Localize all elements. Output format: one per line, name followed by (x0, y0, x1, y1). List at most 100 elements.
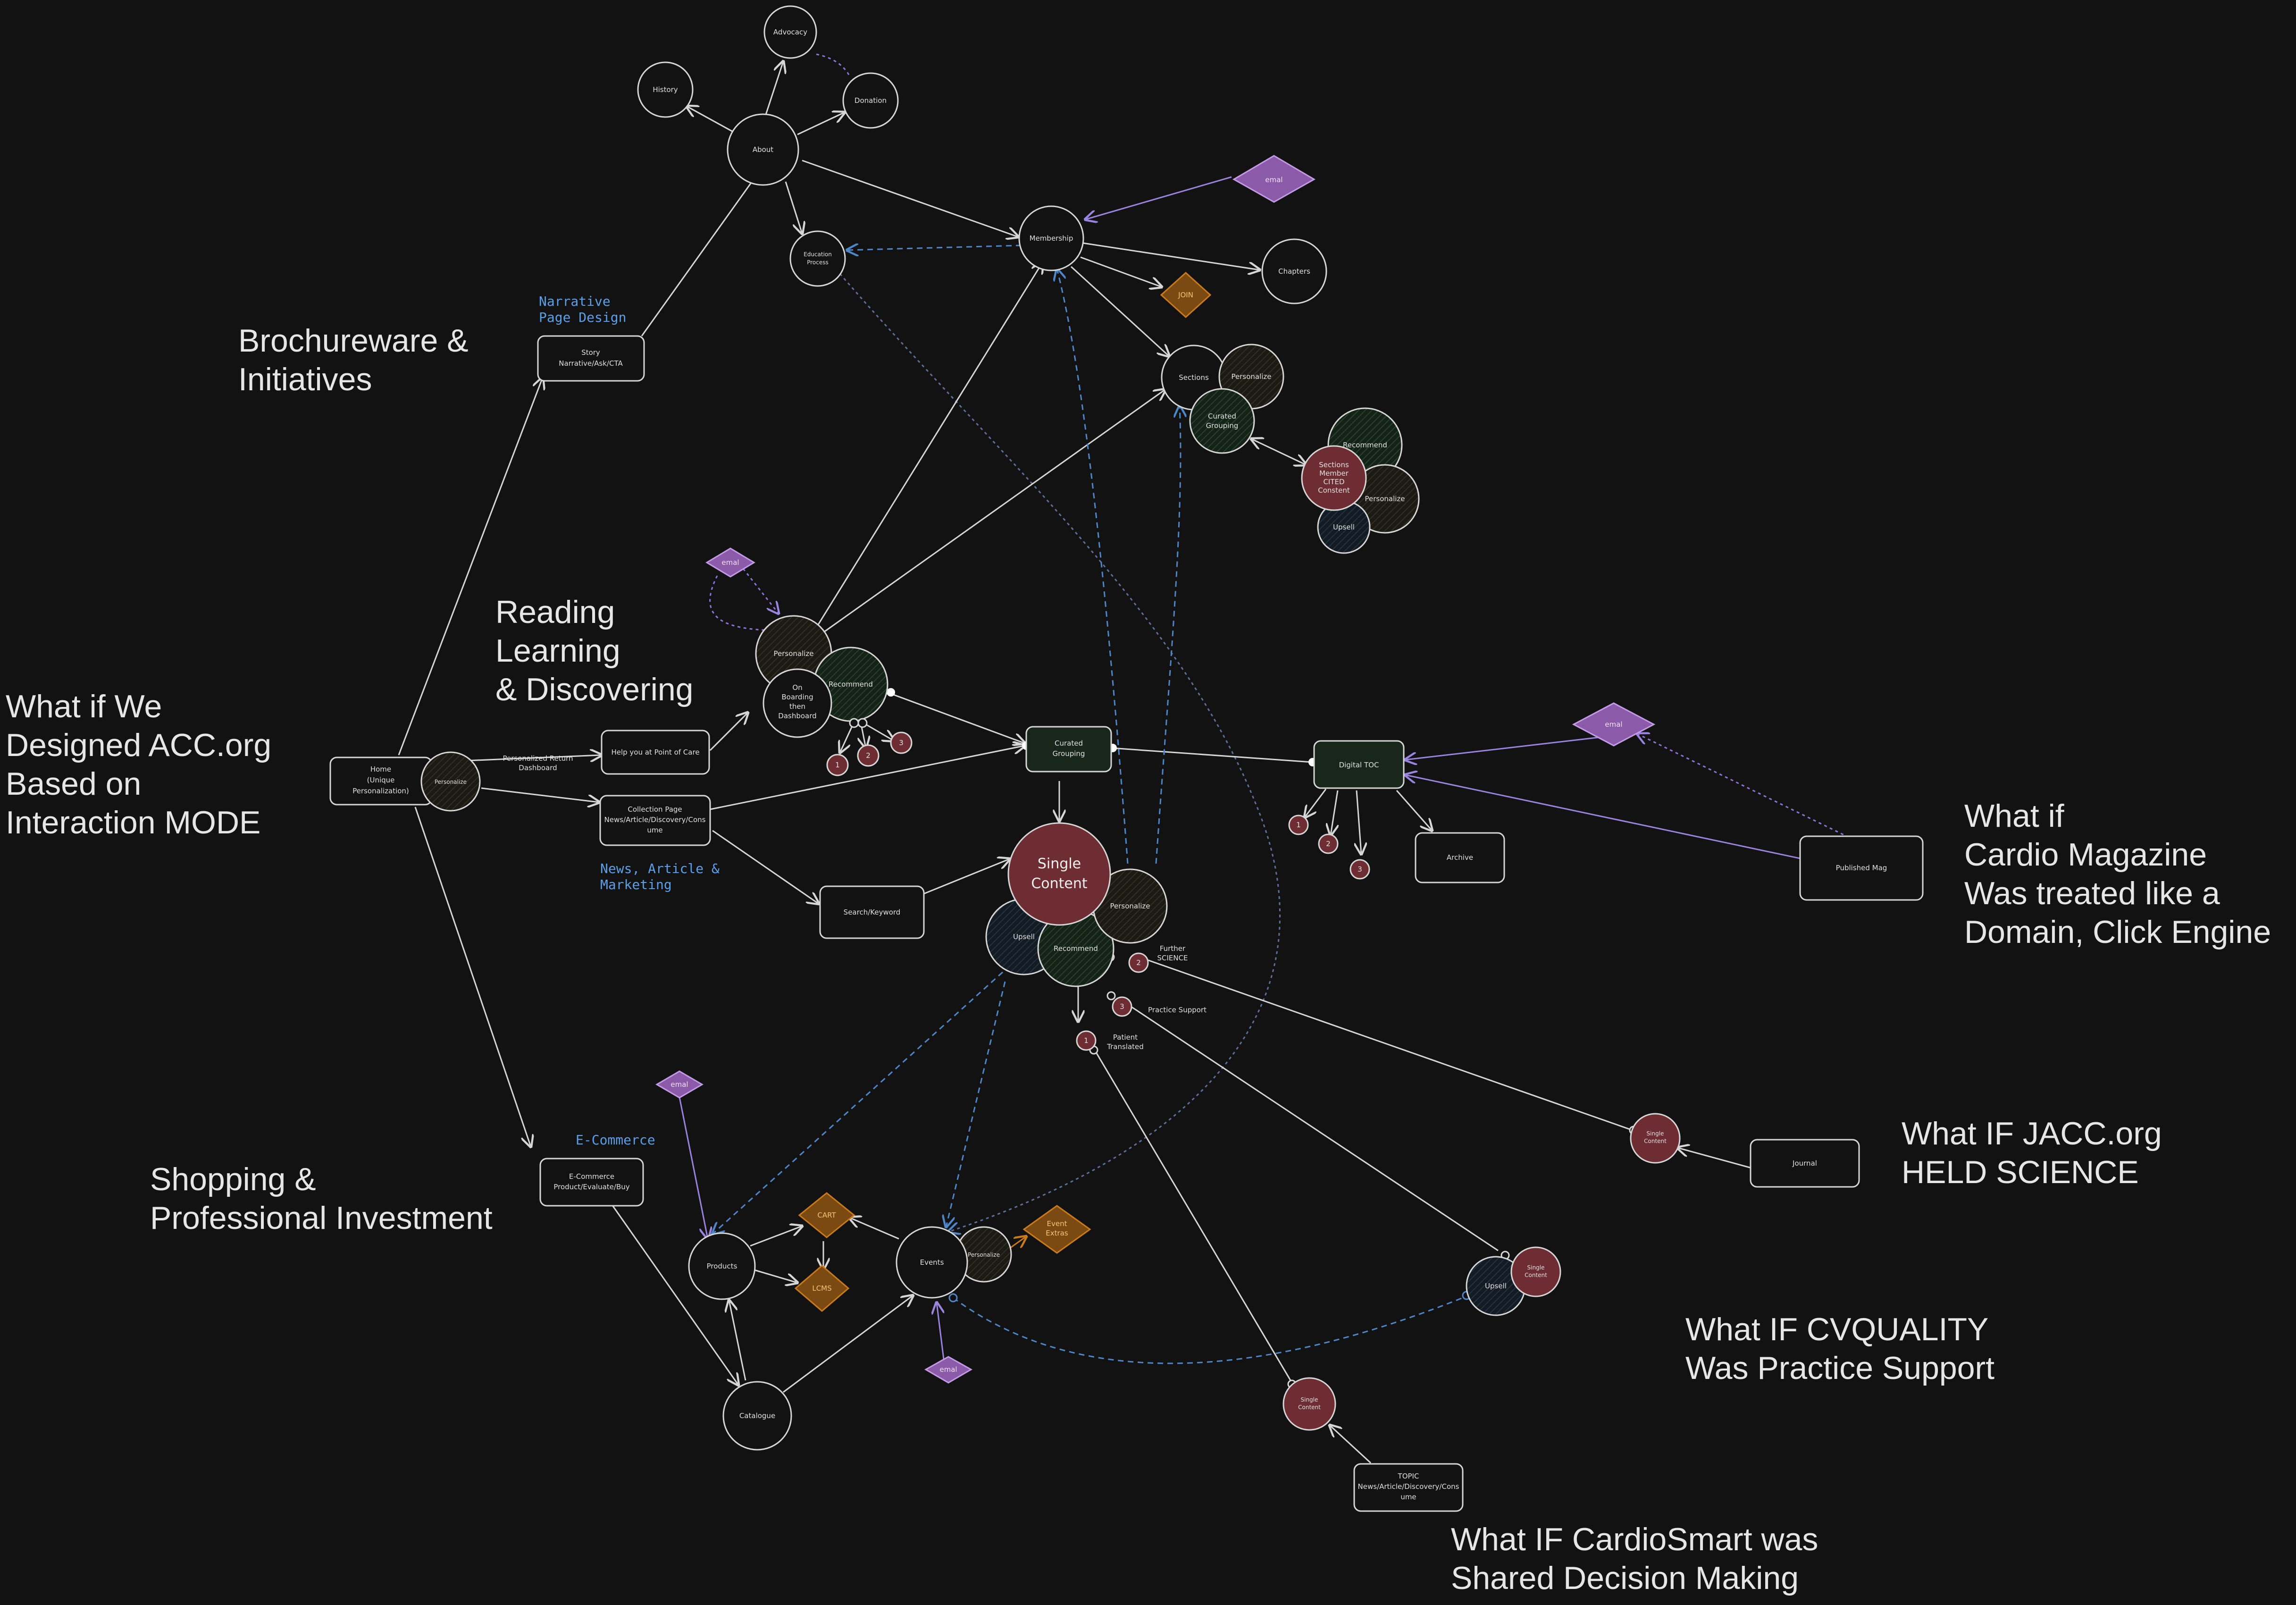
edge-home-help (464, 755, 602, 761)
node-membership[interactable]: Membership (1018, 205, 1084, 271)
node-collection-page[interactable]: Collection Page News/Article/Discovery/C… (599, 795, 711, 846)
node-lcms[interactable]: LCMS (794, 1265, 850, 1312)
badge-reading-1: 1 (826, 754, 849, 776)
node-home[interactable]: Home (Unique Personalization) (329, 756, 433, 806)
node-sections-member[interactable]: Sections Member CITED Constent (1301, 445, 1367, 511)
svg-text:(Unique: (Unique (367, 776, 395, 784)
node-events[interactable]: Events (896, 1226, 968, 1299)
svg-text:Events: Events (920, 1258, 944, 1267)
edge-about-education (785, 181, 802, 234)
edge-membership-sections (1070, 266, 1169, 356)
node-history[interactable]: History (637, 61, 694, 118)
svg-text:Single: Single (1527, 1264, 1545, 1271)
node-curated-grouping-sections[interactable]: Curated Grouping (1189, 388, 1255, 454)
edge-single-membership (1057, 269, 1129, 864)
node-personalize-home[interactable]: Personalize (420, 751, 481, 812)
node-topic[interactable]: TOPIC News/Article/Discovery/Cons ume (1353, 1463, 1464, 1512)
node-onboarding[interactable]: On Boarding then Dashboard (763, 668, 832, 738)
node-help-point-of-care[interactable]: Help you at Point of Care (601, 730, 710, 775)
svg-text:Recommend: Recommend (829, 680, 873, 689)
svg-text:Digital TOC: Digital TOC (1339, 761, 1379, 769)
edge-collection-curated (710, 746, 1025, 810)
node-products[interactable]: Products (688, 1232, 756, 1300)
edge-about-history (687, 106, 734, 133)
node-single-content-jacc[interactable]: Single Content (1630, 1113, 1681, 1164)
label-narrative: Narrative Page Design (539, 294, 626, 325)
heading-what-if-acc: What if We Designed ACC.org Based on Int… (6, 689, 280, 840)
svg-text:LCMS: LCMS (812, 1284, 831, 1293)
nodes: Advocacy History Donation About Educatio… (329, 5, 1924, 1512)
edge-personalize-sections (823, 389, 1165, 633)
edge-single-cs (1094, 1050, 1293, 1383)
node-about[interactable]: About (727, 113, 799, 186)
node-upsell-member[interactable]: Upsell (1317, 500, 1371, 554)
edge-home-collection (481, 787, 599, 802)
node-email-shop[interactable]: emal (655, 1070, 704, 1099)
svg-text:Personalize: Personalize (773, 649, 813, 658)
svg-text:Product/Evaluate/Buy: Product/Evaluate/Buy (553, 1183, 629, 1191)
svg-text:Personalize: Personalize (435, 779, 467, 785)
svg-text:Recommend: Recommend (1054, 944, 1098, 953)
svg-text:E-Commerce: E-Commerce (569, 1172, 614, 1181)
node-published-mag[interactable]: Published Mag (1799, 835, 1924, 901)
label-ecommerce: E-Commerce (576, 1132, 655, 1148)
node-education-process[interactable]: Education Process (789, 230, 846, 287)
heading-cvquality: What IF CVQUALITY Was Practice Support (1685, 1311, 1997, 1386)
node-ecommerce-box[interactable]: E-Commerce Product/Evaluate/Buy (539, 1158, 644, 1207)
node-search-keyword[interactable]: Search/Keyword (819, 885, 925, 939)
badge-toc-1: 1 (1288, 815, 1309, 835)
edge-about-membership (802, 160, 1018, 237)
label-news: News, Article & Marketing (600, 861, 728, 892)
node-join[interactable]: JOIN (1160, 271, 1212, 319)
heading-shopping: Shopping & Professional Investment (150, 1161, 493, 1236)
node-archive[interactable]: Archive (1415, 832, 1505, 883)
node-email-reading[interactable]: emal (705, 547, 755, 578)
svg-text:ume: ume (1400, 1493, 1416, 1501)
edge-events-cart (849, 1218, 899, 1240)
node-email-right[interactable]: emal (1572, 702, 1656, 747)
node-event-extras[interactable]: Event Extras (1022, 1205, 1091, 1254)
headings: Brochureware & Initiatives Reading Learn… (6, 294, 2271, 1596)
node-single-content-main[interactable]: Single Content (1007, 822, 1111, 926)
dot-recommend (887, 688, 895, 697)
node-donation[interactable]: Donation (842, 72, 899, 129)
label-personalized-return: Personalized Return (503, 754, 573, 763)
svg-text:Published Mag: Published Mag (1836, 864, 1887, 872)
node-story[interactable]: Story Narrative/Ask/CTA (537, 335, 645, 382)
edge-home-story (398, 378, 543, 756)
edge-membership-education (847, 245, 1022, 250)
label-patient-2: Translated (1106, 1042, 1144, 1051)
node-single-content-cs[interactable]: Single Content (1282, 1377, 1336, 1431)
svg-text:2: 2 (1326, 840, 1331, 848)
edge-ecommerce-catalogue (610, 1203, 738, 1385)
node-cart[interactable]: CART (798, 1192, 855, 1238)
badge-further: 2 (1128, 952, 1149, 973)
node-advocacy[interactable]: Advocacy (763, 5, 817, 59)
node-email-events[interactable]: emal (924, 1356, 973, 1384)
svg-text:Dashboard: Dashboard (778, 712, 816, 720)
svg-text:Single: Single (1301, 1396, 1318, 1403)
svg-text:emal: emal (1265, 176, 1282, 184)
edge-mag-email (1637, 734, 1855, 841)
badge-patient: 1 (1076, 1030, 1097, 1051)
badge-toc-3: 3 (1349, 859, 1370, 880)
badge-practice: 3 (1112, 996, 1132, 1017)
node-single-content-cvq[interactable]: Single Content (1510, 1246, 1561, 1297)
node-journal[interactable]: Journal (1750, 1139, 1860, 1188)
svg-text:Help you at Point of Care: Help you at Point of Care (611, 748, 699, 756)
node-curated-grouping-center[interactable]: Curated Grouping (1025, 726, 1112, 773)
svg-text:Home: Home (370, 765, 391, 773)
node-catalogue[interactable]: Catalogue (722, 1381, 792, 1451)
edge-catalogue-products (729, 1300, 746, 1381)
label-practice-support: Practice Support (1148, 1006, 1207, 1014)
node-recommend-single[interactable]: Recommend (1037, 910, 1114, 987)
svg-text:News/Article/Discovery/Cons: News/Article/Discovery/Cons (604, 815, 706, 824)
svg-text:Upsell: Upsell (1013, 933, 1035, 941)
node-digital-toc[interactable]: Digital TOC (1313, 740, 1405, 789)
node-email-top[interactable]: emal (1232, 155, 1316, 203)
heading-cardio-magazine: What if Cardio Magazine Was treated like… (1964, 798, 2271, 950)
svg-text:ume: ume (647, 826, 662, 834)
node-chapters[interactable]: Chapters (1261, 238, 1327, 304)
svg-text:1: 1 (1296, 821, 1301, 829)
